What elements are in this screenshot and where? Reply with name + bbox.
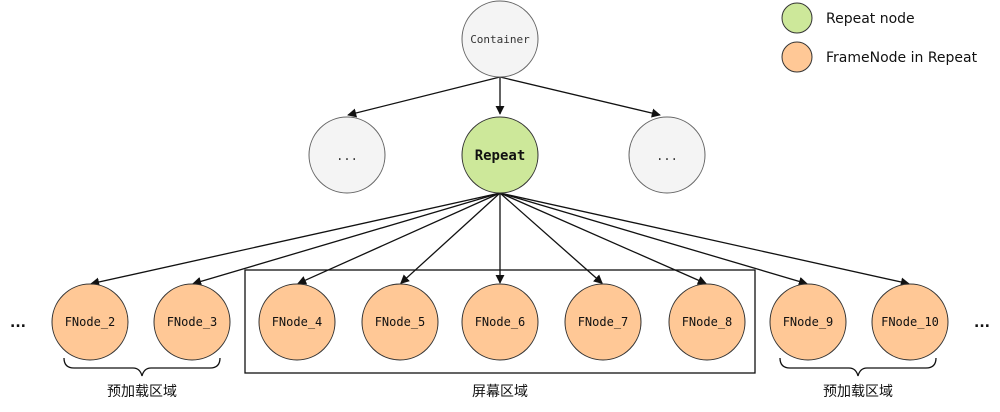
legend-repeat-label: Repeat node	[826, 11, 915, 27]
screen-region-box	[244, 269, 756, 374]
repeat-label: Repeat	[475, 148, 526, 164]
repeat-edges	[90, 192, 910, 287]
frame-node-label: FNode_3	[167, 315, 218, 329]
legend-repeat-swatch	[781, 2, 813, 34]
frame-node-label: FNode_2	[65, 315, 116, 329]
repeat-edge	[499, 192, 707, 285]
frame-node	[668, 283, 746, 361]
frame-node-label: FNode_9	[783, 315, 834, 329]
frame-node-label: FNode_6	[475, 315, 526, 329]
frame-node-label: FNode_5	[375, 315, 426, 329]
preload-left-brace	[63, 357, 221, 377]
frame-node	[258, 283, 336, 361]
repeat-node	[461, 116, 539, 194]
frame-node	[361, 283, 439, 361]
repeat-edge	[192, 192, 501, 286]
container-label: Container	[470, 33, 530, 46]
ellipsis-right: ...	[974, 315, 990, 331]
preload-left-label: 预加载区域	[107, 384, 177, 400]
frame-node-label: FNode_10	[881, 315, 939, 329]
sibling-node-right	[628, 116, 706, 194]
frame-node	[51, 283, 129, 361]
frame-node	[871, 283, 949, 361]
frame-node	[564, 283, 642, 361]
frame-node	[461, 283, 539, 361]
repeat-edge	[499, 192, 603, 284]
repeat-edge	[400, 192, 501, 284]
preload-right-label: 预加载区域	[823, 384, 893, 400]
sibling-node-left	[308, 116, 386, 194]
legend: Repeat node FrameNode in Repeat	[781, 2, 978, 73]
frame-node-label: FNode_7	[578, 315, 629, 329]
frame-node-row: FNode_2 FNode_3 FNode_4 FNode_5 FNode_6 FNode…	[51, 283, 949, 361]
repeat-edge	[297, 192, 501, 285]
preload-right-brace	[779, 357, 937, 377]
sibling-right-label: ...	[656, 149, 678, 163]
legend-frame-swatch	[781, 41, 813, 73]
repeat-edge	[499, 192, 910, 287]
sibling-left-label: ...	[336, 149, 358, 163]
container-edges	[347, 76, 661, 118]
repeat-edge	[90, 192, 501, 287]
frame-node-label: FNode_4	[272, 315, 323, 329]
frame-node	[769, 283, 847, 361]
legend-frame-label: FrameNode in Repeat	[826, 50, 978, 66]
frame-node-label: FNode_8	[682, 315, 733, 329]
ellipsis-left: ...	[10, 315, 26, 331]
container-node	[461, 0, 539, 78]
frame-node	[153, 283, 231, 361]
screen-region-label: 屏幕区域	[472, 384, 528, 400]
repeat-edge	[499, 192, 808, 286]
